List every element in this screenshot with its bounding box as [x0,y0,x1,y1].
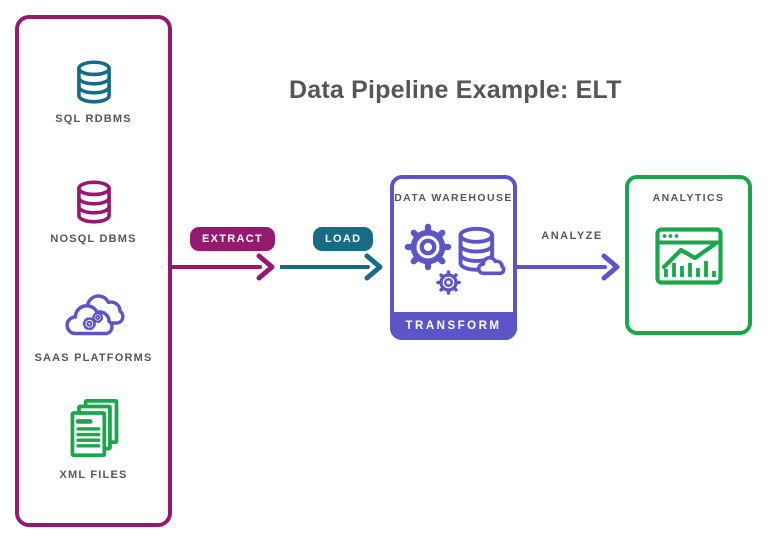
database-icon [76,180,111,224]
source-item-sql-rdbms: SQL RDBMS [19,59,168,125]
source-item-nosql-dbms: NOSQL DBMS [19,179,168,245]
analyze-arrow [517,253,620,281]
warehouse-title: DATA WAREHOUSE [394,192,513,204]
database-cloud-icon [458,226,506,276]
source-label: SQL RDBMS [55,113,132,125]
source-label: XML FILES [59,469,128,481]
stacked-files-icon [70,398,118,458]
analytics-title: ANALYTICS [652,192,725,204]
page-title: Data Pipeline Example: ELT [289,76,622,104]
source-item-saas-platforms: SAAS PLATFORMS [19,292,168,364]
transform-footer: TRANSFORM [390,312,517,340]
extract-badge: EXTRACT [190,227,276,251]
chart-window-icon [655,227,723,285]
small-gear-icon [436,270,461,295]
extract-arrow [172,253,275,281]
database-icon [76,60,111,104]
load-arrow [280,253,383,281]
source-label: SAAS PLATFORMS [34,352,153,364]
data-warehouse-box: DATA WAREHOUSE [390,175,517,340]
load-badge: LOAD [313,227,374,251]
source-label: NOSQL DBMS [50,233,137,245]
analytics-box: ANALYTICS [625,175,752,335]
source-item-xml-files: XML FILES [19,398,168,481]
analyze-label: ANALYZE [541,230,603,242]
data-sources-panel: SQL RDBMS NOSQL DBMS [15,15,172,527]
cloud-gears-icon [64,294,125,336]
gear-icon [404,223,452,271]
